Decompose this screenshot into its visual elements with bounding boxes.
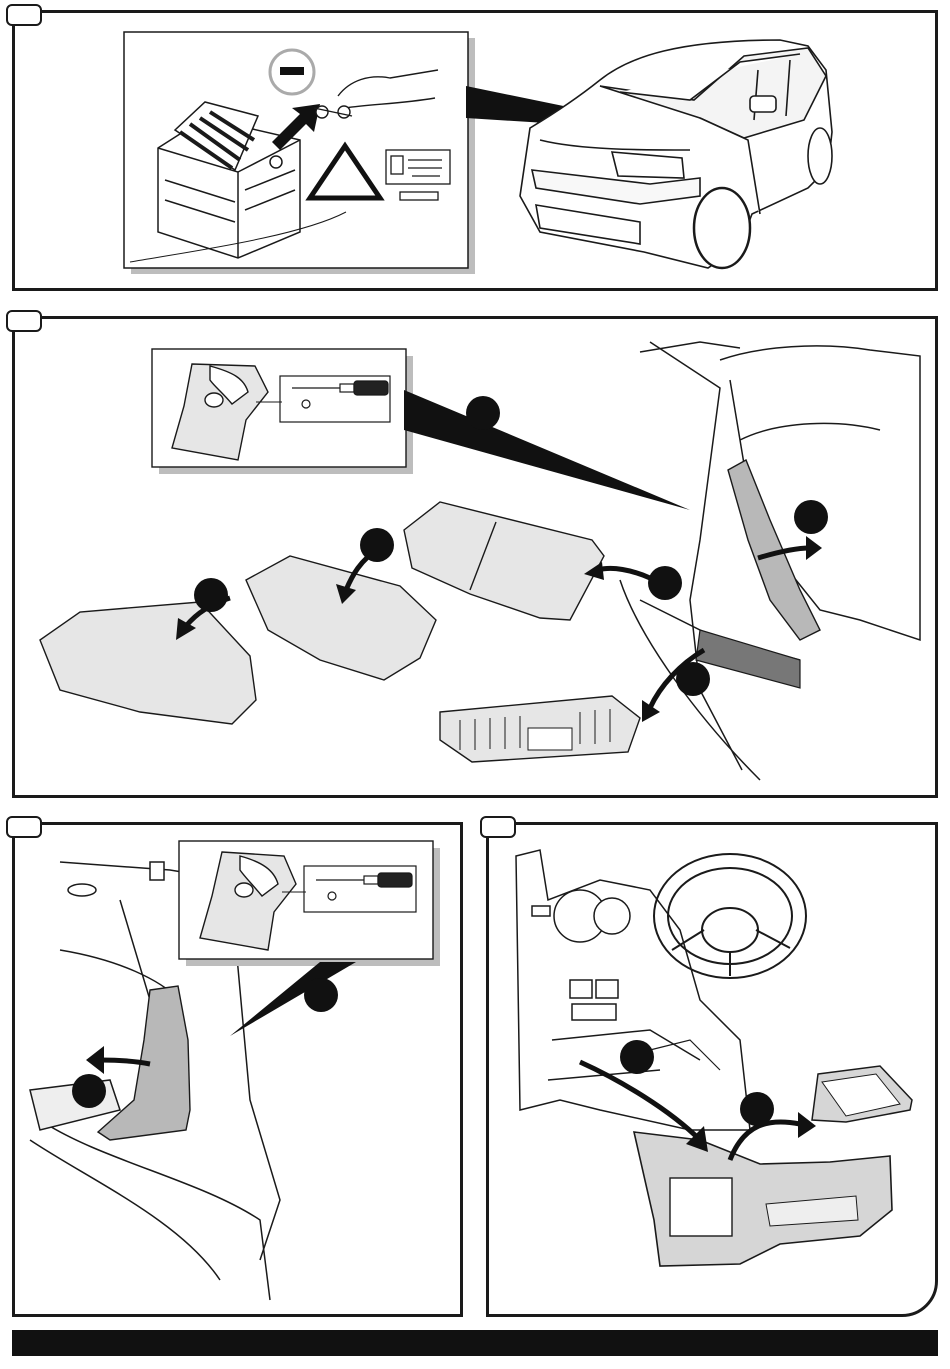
steering-wheel-icon (654, 854, 806, 978)
footer-bar (12, 1330, 938, 1356)
callout-badge (740, 1092, 774, 1126)
callout-badge (620, 1040, 654, 1074)
